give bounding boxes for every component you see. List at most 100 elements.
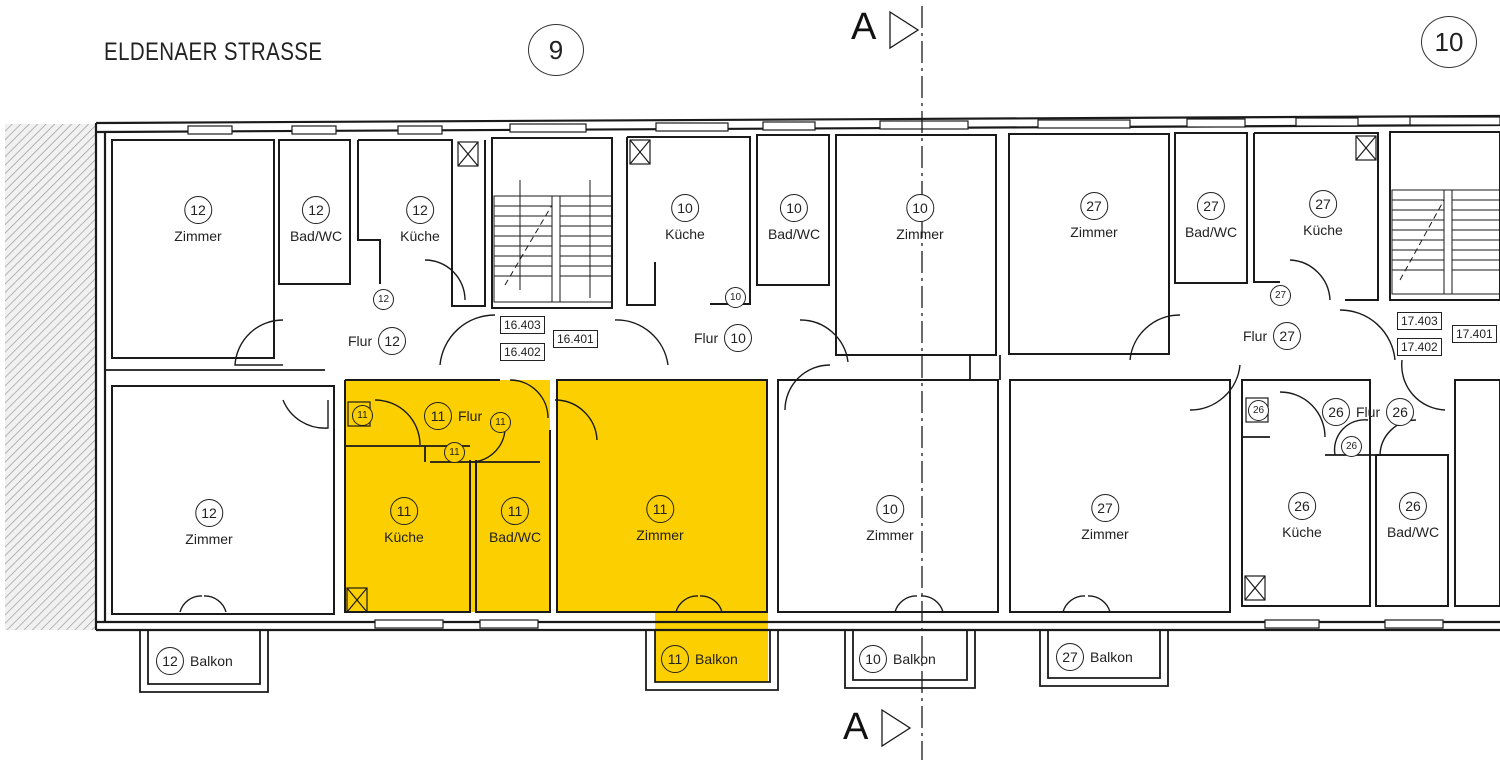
level-tag: 17.403: [1397, 312, 1442, 330]
unit-number: 27: [1080, 192, 1108, 220]
balconies: [139, 630, 1169, 693]
unit-number: 12: [405, 196, 434, 224]
unit-number: 27: [1056, 643, 1084, 671]
room-label: Küche: [400, 228, 440, 244]
room-label: Küche: [665, 226, 705, 242]
room-label: Balkon: [190, 653, 233, 669]
room-26-storage-number: 26: [1248, 400, 1269, 421]
section-marker-top: A: [851, 6, 877, 48]
street-name: ELDENAER STRASSE: [104, 38, 323, 66]
stairs-9: [493, 180, 613, 303]
door-swings: [179, 259, 1446, 613]
unit-number: 26: [1399, 492, 1427, 520]
room-12-flur: Flur 12: [348, 327, 407, 355]
room-label: Zimmer: [1070, 224, 1118, 240]
unit-number: 12: [302, 196, 330, 224]
room-label: Flur: [458, 408, 483, 424]
room-label: Küche: [1282, 524, 1322, 540]
partitions: [105, 355, 1440, 463]
room-label: Zimmer: [636, 527, 684, 543]
room-12-storage-number: 12: [373, 289, 394, 310]
room-10-flur: Flur 10: [694, 324, 753, 352]
room-label: Zimmer: [896, 226, 944, 242]
unit-number: 27: [1197, 192, 1225, 220]
room-label: Zimmer: [185, 531, 233, 547]
room-11-hall-number: 11: [490, 412, 511, 433]
stairs-10: [1391, 189, 1500, 295]
room-label: Flur: [348, 333, 373, 349]
level-tag: 17.402: [1397, 338, 1442, 356]
house-number-10: 10: [1421, 16, 1477, 68]
room-label: Bad/WC: [1386, 524, 1440, 540]
level-tag: 17.401: [1452, 325, 1497, 343]
unit-number: 26: [1386, 398, 1415, 426]
unit-number: 27: [1273, 322, 1302, 350]
level-tag: 16.401: [553, 330, 598, 348]
unit-number: 11: [389, 497, 418, 525]
room-label: Zimmer: [174, 228, 222, 244]
level-tag: 16.402: [500, 343, 545, 361]
neighbour-wall-hatch: [5, 124, 96, 630]
section-line: [881, 6, 923, 760]
room-11-flur: 11 Flur: [424, 402, 482, 430]
room-label: Küche: [384, 529, 424, 545]
room-label: Balkon: [893, 651, 936, 667]
unit-number: 10: [859, 645, 887, 673]
unit-number: 12: [195, 499, 223, 527]
room-label: Balkon: [695, 651, 738, 667]
rooms-lower: [111, 379, 1500, 615]
windows-bottom: [374, 619, 1444, 629]
unit-number: 12: [378, 327, 407, 355]
unit-number: 27: [1091, 494, 1119, 522]
room-label: Bad/WC: [488, 529, 542, 545]
room-11-closet-number: 11: [444, 442, 465, 463]
unit-number: 11: [646, 495, 674, 523]
unit-number: 10: [724, 324, 753, 352]
room-label: Bad/WC: [1184, 224, 1238, 240]
unit-number: 12: [184, 196, 212, 224]
room-label: Küche: [1303, 222, 1343, 238]
unit-number: 11: [661, 645, 689, 673]
unit-number: 27: [1308, 190, 1337, 218]
room-11-storage-number: 11: [352, 405, 373, 426]
unit-number: 12: [156, 647, 184, 675]
room-label: Zimmer: [1081, 526, 1129, 542]
room-10-storage-number: 10: [725, 287, 746, 308]
unit-number: 10: [906, 194, 934, 222]
unit-number: 11: [424, 402, 452, 430]
room-label: Bad/WC: [767, 226, 821, 242]
level-tag: 16.403: [500, 316, 545, 334]
room-10-balkon: 10 Balkon: [859, 645, 936, 673]
house-number-9: 9: [528, 24, 584, 76]
section-marker-bottom: A: [843, 706, 869, 748]
room-label: Flur: [694, 330, 719, 346]
room-26-closet-number: 26: [1341, 436, 1362, 457]
room-12-balkon: 12 Balkon: [156, 647, 233, 675]
unit-number: 26: [1287, 492, 1316, 520]
unit-number: 11: [501, 497, 529, 525]
room-label: Zimmer: [866, 527, 914, 543]
unit-number: 10: [780, 194, 808, 222]
windows-top: [187, 116, 1500, 135]
unit-number: 10: [876, 495, 904, 523]
